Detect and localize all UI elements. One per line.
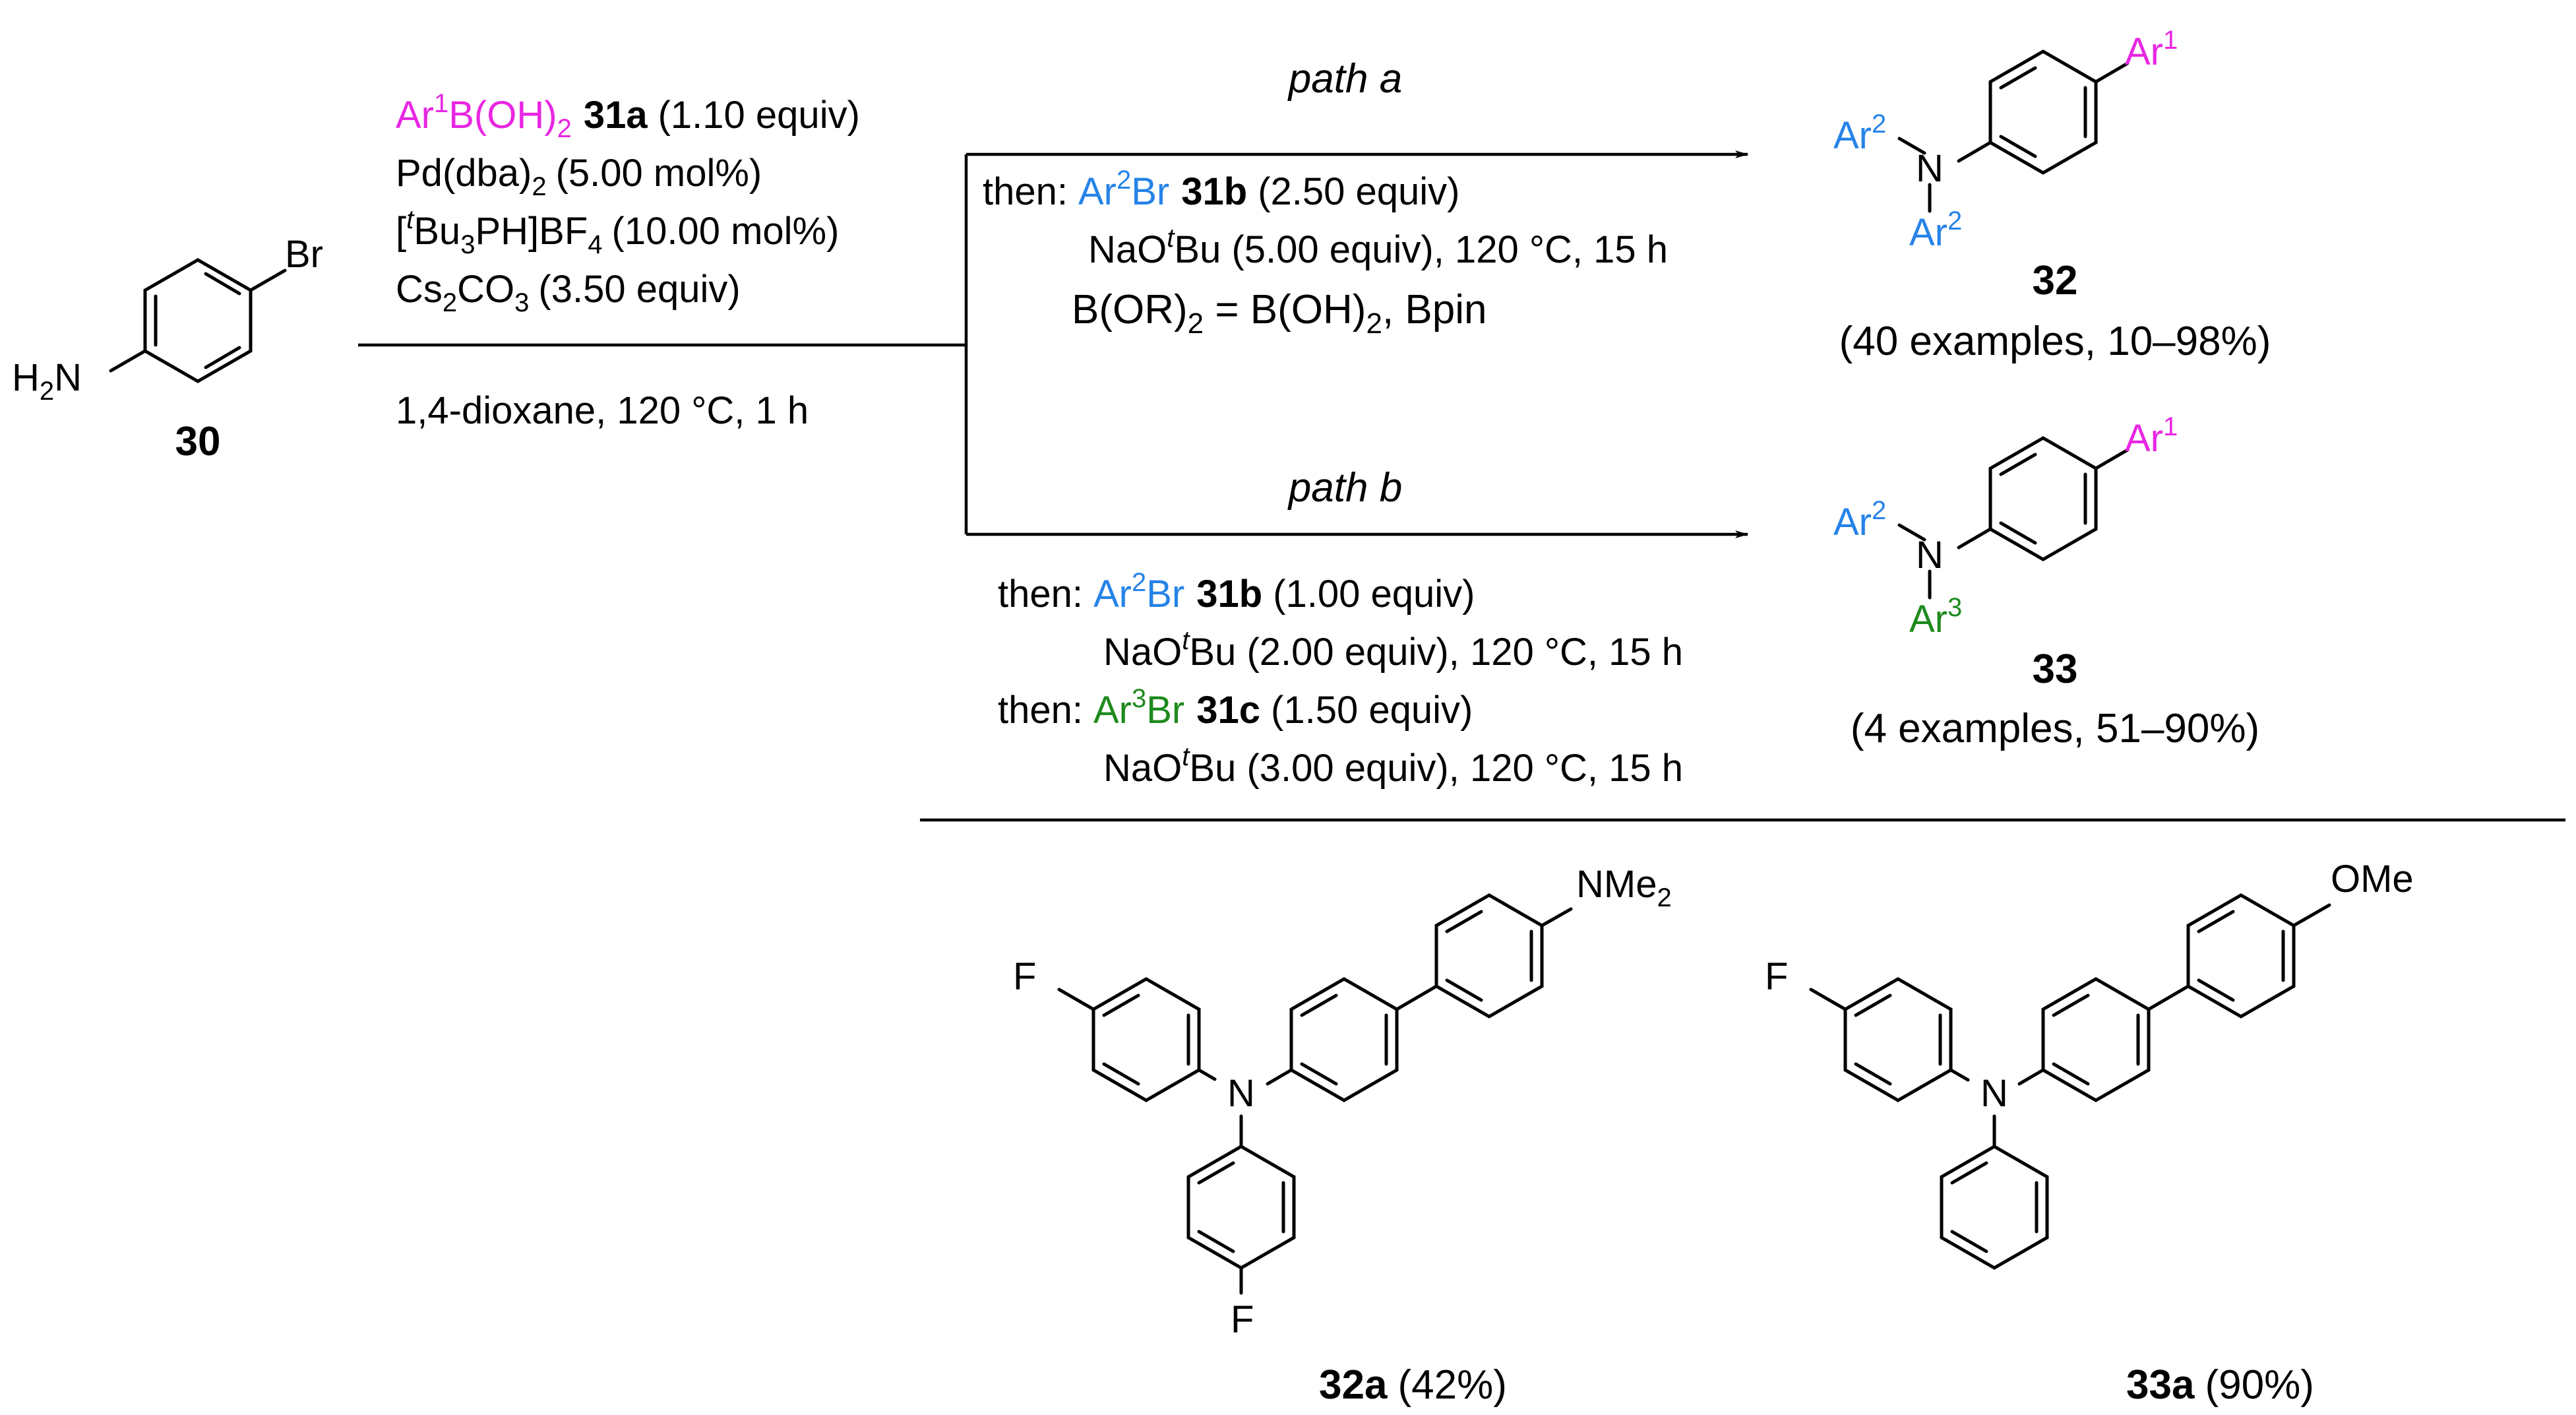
example-33a-caption: 33a(90%) [2126,1362,2314,1408]
path-a-base: NaOtBu (5.00 equiv), 120 °C, 15 h [1088,224,1668,271]
methoxy-label: OMe [2331,858,2414,900]
solvent-conditions: 1,4-dioxane, 120 °C, 1 h [396,389,809,432]
fluoro-label: F [1765,955,1788,998]
ar2-label: Ar2 [1909,206,1962,254]
ar2-label: Ar2 [1833,110,1886,157]
fluoro-label: F [1231,1298,1254,1341]
dimethylamino-label: NMe2 [1576,863,1672,912]
product-32: Ar1 N Ar2 Ar2 32 (40 examples, 10–98%) [1833,26,2271,364]
ar1-label: Ar1 [2125,412,2178,460]
bromo-label: Br [285,233,323,276]
compound-number-32: 32 [2033,258,2078,303]
benzene-ring [1809,893,2331,1270]
nitrogen-label: N [1980,1072,2008,1115]
example-32a-caption: 32a(42%) [1319,1362,1507,1408]
compound-number-33: 33 [2033,646,2078,692]
benzene-ring [1897,49,2130,213]
product-33: Ar1 N Ar2 Ar3 33 (4 examples, 51–90%) [1833,412,2259,751]
nitrogen-label: N [1227,1072,1255,1115]
amine-label: H2N [12,356,82,406]
example-33a: F N OMe 33a(90%) [1765,858,2414,1408]
ligand: [tBu3PH]BF4(10.00 mol%) [396,205,839,259]
catalyst-pd: Pd(dba)2(5.00 mol%) [396,152,762,201]
ar1-label: Ar1 [2125,26,2178,73]
compound-number-30: 30 [175,419,221,464]
ar2-label: Ar2 [1833,496,1886,544]
nitrogen-label: N [1916,147,1944,190]
boron-note: B(OR)2 = B(OH)2, Bpin [1072,287,1487,340]
path-b-base-1: NaOtBu (2.00 equiv), 120 °C, 15 h [1103,626,1683,674]
benzene-ring [109,258,287,383]
benzene-ring [1897,436,2130,600]
scope-33: (4 examples, 51–90%) [1851,706,2259,751]
path-b-base-2: NaOtBu (3.00 equiv), 120 °C, 15 h [1103,742,1683,790]
starting-material-30: Br H2N 30 [12,233,323,464]
benzene-ring [1057,893,1573,1295]
ar3-label: Ar3 [1909,593,1962,641]
base-cs2co3: Cs2CO3(3.50 equiv) [396,268,741,317]
path-a-label: path a [1287,56,1402,102]
scope-32: (40 examples, 10–98%) [1839,319,2271,364]
reaction-arrows [358,150,2565,822]
fluoro-label: F [1013,955,1036,998]
path-b-label: path b [1287,465,1402,511]
nitrogen-label: N [1916,534,1944,577]
example-32a: F N NMe2 F 32a(42%) [1013,863,1672,1408]
